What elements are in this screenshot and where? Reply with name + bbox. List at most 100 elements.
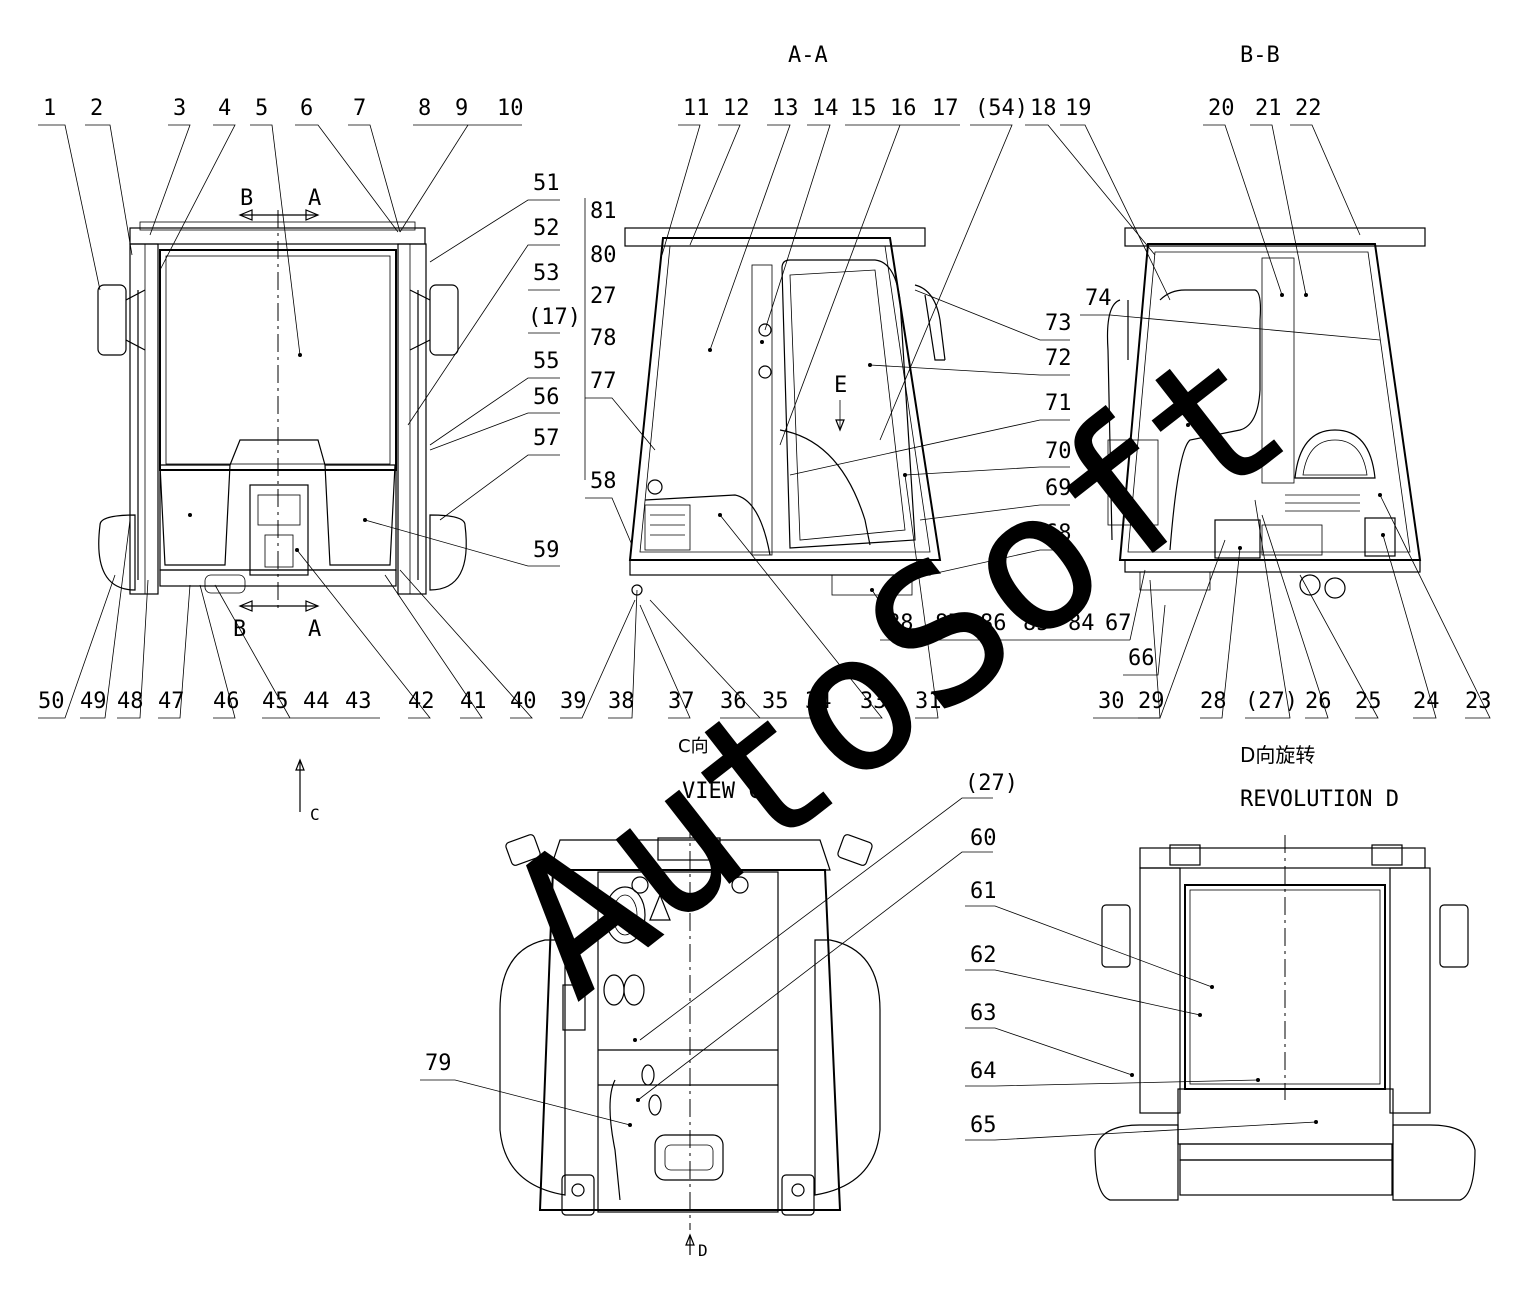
- callout-label: (27): [965, 771, 1018, 796]
- title-view-c: VIEW C: [682, 779, 761, 804]
- callout-label: 40: [510, 689, 537, 714]
- callout-label: 39: [560, 689, 587, 714]
- view-c: [499, 820, 881, 1255]
- callout-label: 9: [455, 96, 468, 121]
- front-view: [97, 209, 467, 612]
- callout-label: 57: [533, 426, 560, 451]
- callout-label: 41: [460, 689, 487, 714]
- callout-label: 65: [970, 1113, 997, 1138]
- callout-label: (27): [1245, 689, 1298, 714]
- title-rotation-en: REVOLUTION D: [1240, 787, 1399, 812]
- title-section-bb: B-B: [1240, 43, 1280, 68]
- callout-label: 73: [1045, 311, 1072, 336]
- callout-label: 70: [1045, 439, 1072, 464]
- callout-label: 7: [353, 96, 366, 121]
- callout-label: 20: [1208, 96, 1235, 121]
- callout-label: 10: [497, 96, 524, 121]
- callout-label: 37: [668, 689, 695, 714]
- section-aa-view: [624, 227, 946, 596]
- callout-label: 38: [608, 689, 635, 714]
- callout-label: 60: [970, 826, 997, 851]
- callout-label: 18: [1030, 96, 1057, 121]
- callout-label: 52: [533, 216, 560, 241]
- callout-label: 63: [970, 1001, 997, 1026]
- callout-label: 80: [590, 243, 617, 268]
- callout-label: 49: [80, 689, 107, 714]
- callout-label: 59: [533, 538, 560, 563]
- callout-label: 81: [590, 199, 617, 224]
- callout-label: 55: [533, 349, 560, 374]
- c-direction-label: C向: [678, 736, 709, 757]
- section-bb-view: [1106, 227, 1426, 599]
- callout-label: 71: [1045, 391, 1072, 416]
- watermark: AutoSoft: [468, 301, 1325, 1039]
- callout-label: 64: [970, 1059, 997, 1084]
- marker-b-top: B: [240, 186, 253, 211]
- callout-label: 12: [723, 96, 750, 121]
- callout-label: 58: [590, 469, 617, 494]
- callout-label: 74: [1085, 286, 1112, 311]
- callout-label: 4: [218, 96, 231, 121]
- marker-e: E: [834, 373, 847, 398]
- callout-label: 84: [1068, 611, 1095, 636]
- callout-label: 6: [300, 96, 313, 121]
- callout-label: 5: [255, 96, 268, 121]
- callout-label: 3: [173, 96, 186, 121]
- callout-label: 16: [890, 96, 917, 121]
- callout-label: 56: [533, 385, 560, 410]
- callout-label: 88: [887, 611, 914, 636]
- callout-label: 24: [1413, 689, 1440, 714]
- callout-label: 45: [262, 689, 289, 714]
- callout-label: 33: [860, 689, 887, 714]
- marker-a-bottom: A: [308, 617, 321, 642]
- view-d: [1094, 835, 1476, 1201]
- callout-label: 21: [1255, 96, 1282, 121]
- callout-label: 23: [1465, 689, 1492, 714]
- title-rotation-cn: D向旋转: [1240, 743, 1315, 767]
- callout-label: 30: [1098, 689, 1125, 714]
- callout-label: 61: [970, 879, 997, 904]
- callout-label: 25: [1355, 689, 1382, 714]
- callout-label: 66: [1128, 646, 1155, 671]
- callout-label: 72: [1045, 346, 1072, 371]
- marker-c: C: [310, 805, 320, 824]
- callout-label: (17): [528, 305, 581, 330]
- callout-label: 1: [43, 96, 56, 121]
- callout-label: 2: [90, 96, 103, 121]
- callout-label: 68: [1045, 521, 1072, 546]
- callout-label: (54): [975, 96, 1028, 121]
- callout-label: 34: [805, 689, 832, 714]
- callout-label: 79: [425, 1051, 452, 1076]
- callout-label: 19: [1065, 96, 1092, 121]
- callout-label: 86: [980, 611, 1007, 636]
- callout-label: 13: [772, 96, 799, 121]
- callout-label: 48: [117, 689, 144, 714]
- callout-label: 46: [213, 689, 240, 714]
- callouts: 1 2 3 4 5 6 7 8 9 10 11 12 13 14 15 16 1…: [38, 96, 1492, 1138]
- callout-label: 44: [303, 689, 330, 714]
- leader-lines: [38, 124, 1491, 1141]
- title-section-aa: A-A: [788, 43, 828, 68]
- callout-label: 15: [850, 96, 877, 121]
- callout-label: 8: [418, 96, 431, 121]
- callout-label: 50: [38, 689, 65, 714]
- callout-label: 29: [1138, 689, 1165, 714]
- callout-label: 11: [683, 96, 710, 121]
- marker-d: D: [698, 1241, 708, 1260]
- callout-label: 47: [158, 689, 185, 714]
- callout-label: 36: [720, 689, 747, 714]
- callout-label: 67: [1105, 611, 1132, 636]
- callout-label: 51: [533, 171, 560, 196]
- callout-label: 22: [1295, 96, 1322, 121]
- callout-label: 43: [345, 689, 372, 714]
- callout-label: 26: [1305, 689, 1332, 714]
- callout-label: 62: [970, 943, 997, 968]
- callout-label: 87: [935, 611, 962, 636]
- callout-label: 35: [762, 689, 789, 714]
- marker-a-top: A: [308, 186, 321, 211]
- callout-label: 28: [1200, 689, 1227, 714]
- callout-label: 78: [590, 326, 617, 351]
- callout-label: 53: [533, 261, 560, 286]
- callout-label: 69: [1045, 476, 1072, 501]
